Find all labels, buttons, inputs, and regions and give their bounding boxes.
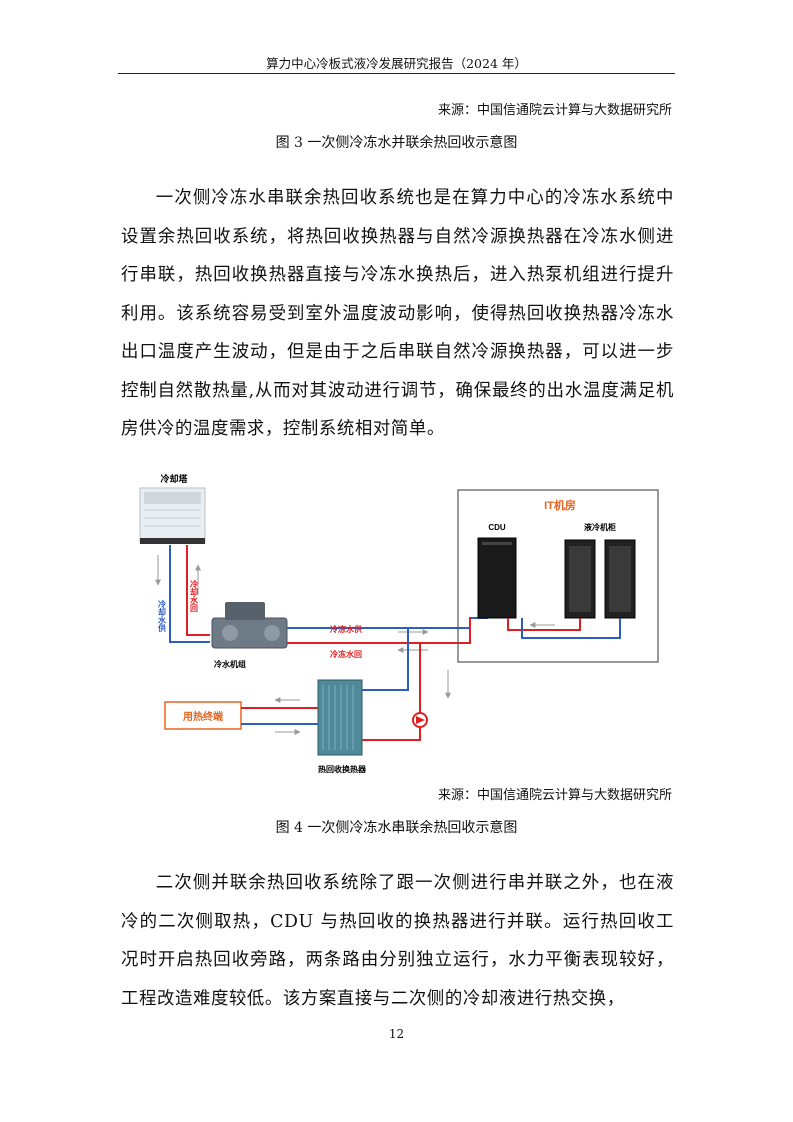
- running-header: 算力中心冷板式液冷发展研究报告（2024 年）: [266, 56, 527, 71]
- label-it-room: IT机房: [544, 498, 576, 512]
- pipe-cooling-return: [186, 545, 210, 636]
- cabinet-icon: [564, 539, 636, 619]
- heat-user-box: [164, 701, 242, 730]
- label-heat-exchanger: 热回收换热器: [318, 764, 367, 774]
- label-heat-user: 用热终端: [182, 710, 223, 723]
- paragraph-1: 一次侧冷冻水串联余热回收系统也是在算力中心的冷冻水系统中设置余热回收系统，将热回…: [121, 188, 674, 439]
- label-cooling-return: 冷却水回: [189, 579, 199, 613]
- label-cooling-tower: 冷却塔: [160, 473, 188, 484]
- paragraph-2: 二次侧并联余热回收系统除了跟一次侧进行串并联之外，也在液冷的二次侧取热，CDU …: [121, 873, 674, 1009]
- figure3-source: 来源：中国信通院云计算与大数据研究所: [437, 103, 672, 118]
- label-chilled-return: 冷冻水回: [330, 649, 362, 659]
- header-rule: [118, 73, 675, 74]
- cooling-tower-icon: [139, 487, 206, 544]
- chiller-icon: [211, 602, 288, 649]
- pipe-chilled-return: [287, 618, 471, 644]
- it-room-box: [457, 489, 659, 663]
- figure3-caption: 图 3 一次侧冷冻水并联余热回收示意图: [275, 135, 518, 151]
- pipe-hx-return: [362, 628, 409, 691]
- page-number: 12: [388, 1027, 405, 1041]
- label-chilled-supply: 冷冻水供: [330, 624, 362, 634]
- pipe-hx-feed: [360, 643, 421, 741]
- pipe-cooling-supply: [169, 545, 210, 643]
- heat-exchanger-icon: [317, 679, 363, 756]
- label-liquid-cabinet: 液冷机柜: [584, 522, 616, 532]
- figure4-diagram: 冷却塔 冷却水供 冷却水回 冷水机组 冷冻水供 冷冻水回 IT机房 CDU 液冷…: [130, 470, 670, 780]
- label-chiller: 冷水机组: [214, 659, 246, 669]
- label-cooling-supply: 冷却水供: [157, 599, 167, 633]
- figure4-caption: 图 4 一次侧冷冻水串联余热回收示意图: [275, 820, 518, 836]
- cdu-icon: [477, 537, 517, 619]
- label-cdu: CDU: [488, 523, 506, 532]
- figure4-source: 来源：中国信通院云计算与大数据研究所: [437, 788, 672, 803]
